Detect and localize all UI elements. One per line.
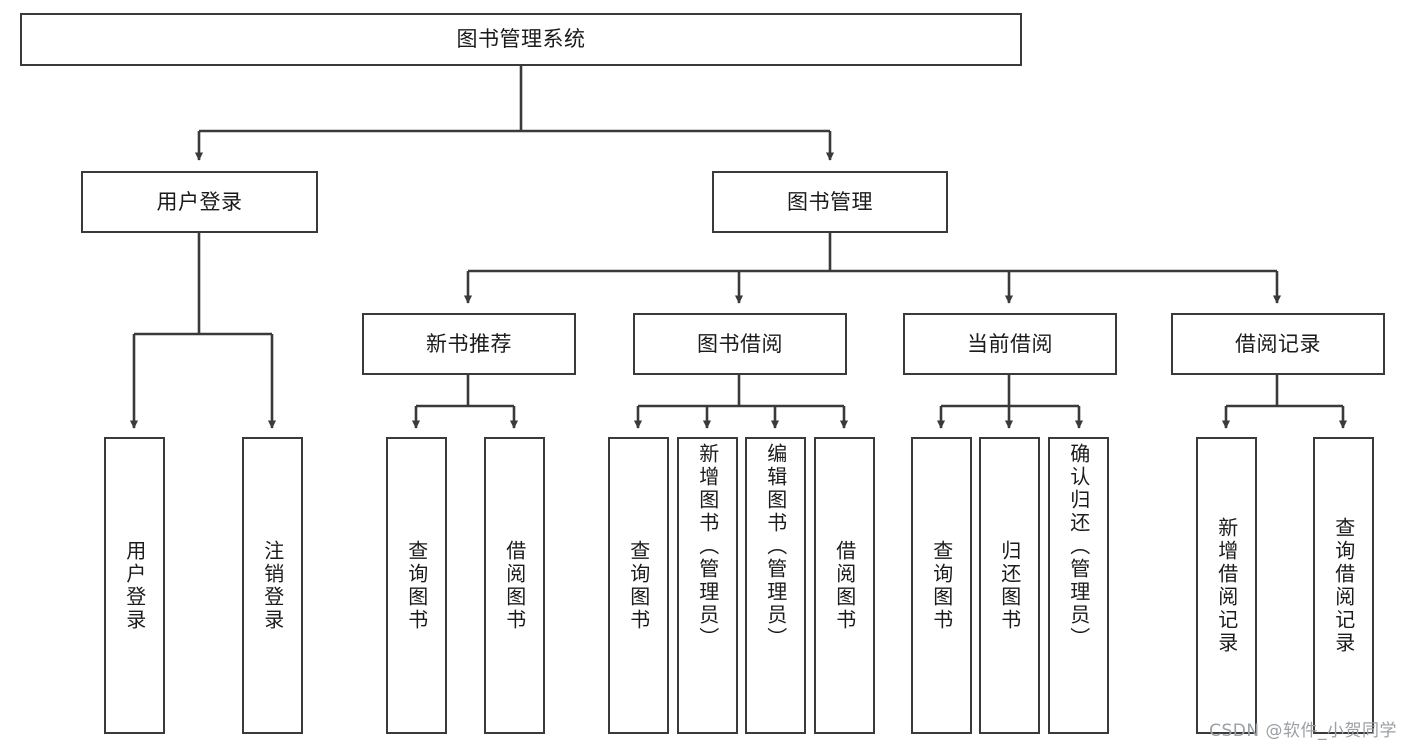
node-current-borrow[interactable]: 当前借阅 <box>903 313 1117 375</box>
node-book-manage[interactable]: 图书管理 <box>712 171 948 233</box>
node-label: 借阅记录 <box>1235 331 1321 356</box>
node-leaf-user-login[interactable]: 用户登录 <box>104 437 165 734</box>
node-root-system[interactable]: 图书管理系统 <box>20 13 1022 66</box>
node-leaf-borrow-book-1[interactable]: 借阅图书 <box>484 437 545 734</box>
node-label: 当前借阅 <box>967 331 1053 356</box>
node-label: 借阅图书 <box>832 539 857 632</box>
node-leaf-confirm-return[interactable]: 确认归还（管理员） <box>1048 437 1109 734</box>
node-new-book-rec[interactable]: 新书推荐 <box>362 313 576 375</box>
node-label: 图书借阅 <box>697 331 783 356</box>
csdn-watermark: CSDN @软件_小贺同学 <box>1209 721 1397 741</box>
node-label: 注销登录 <box>260 539 285 632</box>
node-label: 用户登录 <box>122 539 147 632</box>
node-label: 图书管理 <box>787 189 873 214</box>
node-leaf-query-record[interactable]: 查询借阅记录 <box>1313 437 1374 734</box>
node-leaf-logout[interactable]: 注销登录 <box>242 437 303 734</box>
node-borrow-record[interactable]: 借阅记录 <box>1171 313 1385 375</box>
node-label: 新书推荐 <box>426 331 512 356</box>
node-leaf-edit-book[interactable]: 编辑图书（管理员） <box>745 437 806 734</box>
node-label: 编辑图书（管理员） <box>763 443 788 650</box>
node-leaf-add-record[interactable]: 新增借阅记录 <box>1196 437 1257 734</box>
node-leaf-return-book[interactable]: 归还图书 <box>979 437 1040 734</box>
node-label: 查询图书 <box>929 539 954 632</box>
node-user-login[interactable]: 用户登录 <box>81 171 318 233</box>
node-label: 用户登录 <box>156 189 243 214</box>
node-label: 查询借阅记录 <box>1331 516 1356 655</box>
node-label: 查询图书 <box>404 539 429 632</box>
node-leaf-query-book-3[interactable]: 查询图书 <box>911 437 972 734</box>
node-label: 查询图书 <box>626 539 651 632</box>
node-leaf-query-book-1[interactable]: 查询图书 <box>386 437 447 734</box>
node-leaf-query-book-2[interactable]: 查询图书 <box>608 437 669 734</box>
node-leaf-borrow-book-2[interactable]: 借阅图书 <box>814 437 875 734</box>
node-leaf-add-book[interactable]: 新增图书（管理员） <box>677 437 738 734</box>
node-label: 图书管理系统 <box>456 27 586 52</box>
node-label: 新增借阅记录 <box>1214 516 1239 655</box>
node-label: 归还图书 <box>997 539 1022 632</box>
node-book-borrow[interactable]: 图书借阅 <box>633 313 847 375</box>
node-label: 确认归还（管理员） <box>1066 443 1091 650</box>
node-label: 新增图书（管理员） <box>695 443 720 650</box>
node-label: 借阅图书 <box>502 539 527 632</box>
